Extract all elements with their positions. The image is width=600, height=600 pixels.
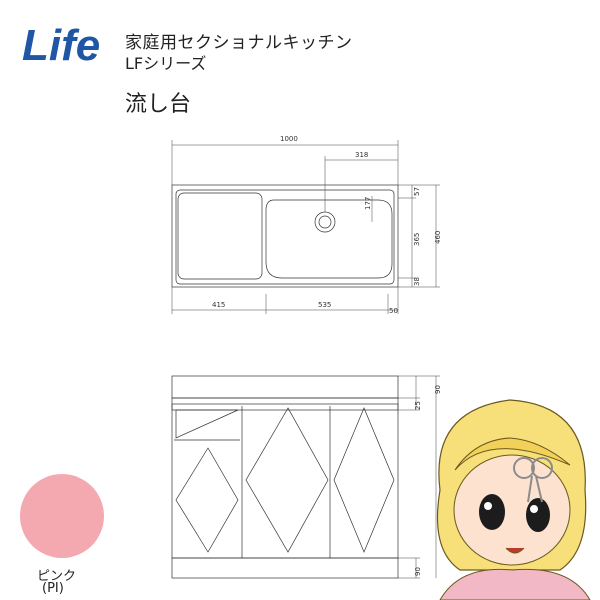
sink-bowl	[265, 199, 393, 279]
dim-left-section: 415	[212, 301, 225, 309]
color-code: (PI)	[42, 581, 64, 596]
dim-bowl-offset: 318	[355, 151, 368, 159]
drainboard	[177, 192, 263, 280]
series-category: 家庭用セクショナルキッチン	[125, 33, 353, 53]
dim-toe-kick: 90	[414, 567, 422, 576]
logo-text: Life	[22, 22, 100, 68]
dim-drawer-height: 25	[414, 401, 422, 410]
dim-bowl-width: 535	[318, 301, 331, 309]
series-name: LFシリーズ	[125, 54, 207, 73]
color-name: ピンク	[37, 569, 77, 584]
dim-back-edge: 57	[413, 187, 421, 196]
color-swatch	[20, 474, 104, 558]
dim-right-margin: 50	[389, 307, 398, 315]
life-logo: Life	[22, 22, 100, 68]
mascot-illustration	[437, 399, 591, 600]
cabinet-body	[171, 403, 399, 559]
drain-outer	[314, 211, 336, 233]
drain-inner	[318, 215, 332, 229]
drawer-diagram	[175, 409, 239, 439]
countertop-inner	[175, 189, 395, 285]
toe-kick	[171, 557, 399, 579]
dim-top-height: 90	[434, 385, 442, 394]
front-top	[171, 375, 399, 399]
hair-ornament-icon	[531, 457, 553, 479]
dim-total-depth: 460	[434, 231, 442, 244]
product-name: 流し台	[125, 92, 192, 117]
door-right-diagram	[333, 407, 395, 553]
front-view	[171, 375, 399, 579]
door-left-diagram	[175, 447, 239, 553]
dim-bowl-depth: 365	[413, 233, 421, 246]
door-center-diagram	[245, 407, 329, 553]
top-view	[171, 184, 399, 288]
dim-drain-offset: 177	[364, 197, 372, 210]
dim-front-edge: 38	[413, 277, 421, 286]
dim-total-width: 1000	[280, 135, 298, 143]
countertop-outline	[171, 184, 399, 288]
